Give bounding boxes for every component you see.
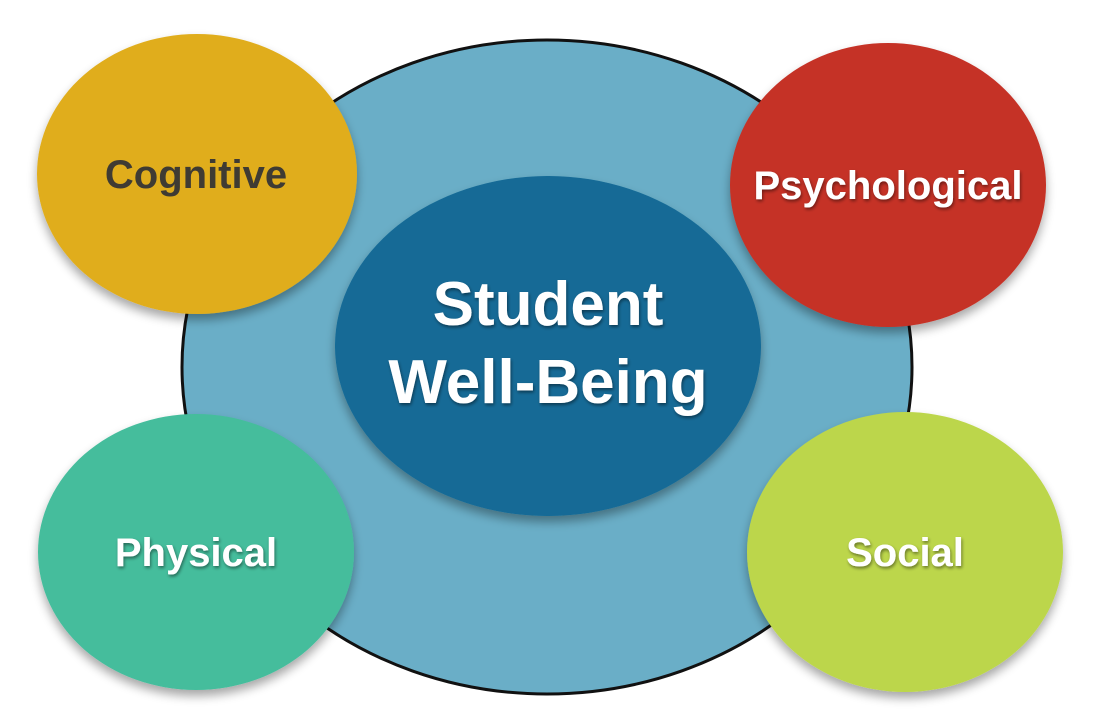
physical-label: Physical [115,531,277,575]
social-label: Social [846,531,964,575]
psychological-circle [730,43,1046,327]
cognitive-label: Cognitive [105,153,287,197]
center-circle [335,176,761,516]
center-label-line2: Well-Being [388,348,707,417]
social-circle [747,412,1063,692]
psychological-label: Psychological [754,164,1023,208]
center-label-line1: Student [433,270,664,339]
cognitive-circle [37,34,357,314]
physical-circle [38,414,354,690]
